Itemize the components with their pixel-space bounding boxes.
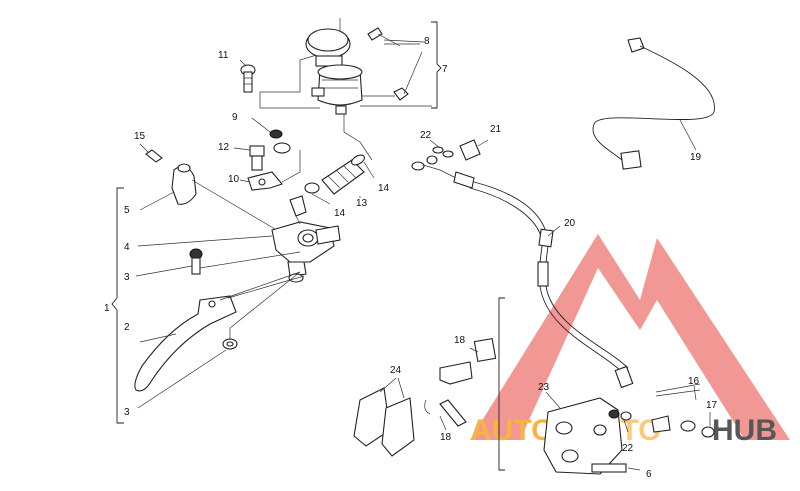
callout-22-lower: 22 [622, 443, 634, 454]
fitting-21 [459, 139, 489, 161]
callout-21: 21 [490, 124, 502, 135]
callout-18-lower: 18 [440, 432, 452, 443]
bracket-caliper [498, 297, 505, 471]
reservoir-assembly [259, 18, 432, 161]
callout-15: 15 [134, 131, 146, 142]
watermark-logo-triangles [470, 234, 790, 440]
hose-clamp-14-lower [304, 182, 331, 205]
clamp-half-5 [139, 163, 281, 233]
screw-3-upper [135, 248, 301, 277]
banjo-fitting-9 [251, 117, 291, 154]
watermark-auto-text: AUTO [470, 414, 554, 447]
washers-22-lower [608, 409, 632, 433]
pin-18 [424, 399, 467, 431]
callout-23: 23 [538, 382, 550, 393]
clutch-hose-20 [411, 155, 634, 389]
callout-8: 8 [424, 36, 430, 47]
bracket-group-7 [431, 21, 442, 109]
leaders-8 [383, 39, 425, 95]
callout-12: 12 [218, 142, 230, 153]
master-cylinder-4 [137, 195, 341, 283]
bolt-12 [233, 145, 265, 171]
bracket-group-1 [111, 187, 124, 424]
callout-13: 13 [356, 198, 368, 209]
callout-10: 10 [228, 174, 240, 185]
washer-8-right [393, 87, 409, 101]
callout-22-upper: 22 [420, 130, 432, 141]
bleed-fitting-16 [651, 383, 701, 433]
screw-8-upper [367, 27, 401, 47]
callout-4: 4 [124, 242, 130, 253]
callout-14-lower: 14 [334, 208, 346, 219]
callout-24: 24 [390, 365, 402, 376]
hose-13 [321, 159, 365, 195]
cap-17 [701, 412, 715, 438]
watermark-hub-text: HUB [712, 414, 777, 447]
callout-18-upper: 18 [454, 335, 466, 346]
bracket-10 [239, 150, 301, 191]
callout-2: 2 [124, 322, 130, 333]
pads-24 [353, 377, 415, 457]
slave-cylinder-23 [543, 391, 623, 475]
clutch-switch-19 [592, 37, 715, 170]
callout-19: 19 [690, 152, 702, 163]
washers-22-upper [429, 139, 454, 158]
callout-17: 17 [706, 400, 718, 411]
callout-5: 5 [124, 205, 130, 216]
callout-3-upper: 3 [124, 272, 130, 283]
callout-7: 7 [442, 64, 448, 75]
callout-16: 16 [688, 376, 700, 387]
bolt-11 [239, 59, 256, 93]
callout-1: 1 [104, 303, 110, 314]
hose-clamp-14-upper [351, 154, 375, 179]
callout-20: 20 [564, 218, 576, 229]
nut-3-lower [137, 271, 301, 409]
retaining-clip-18 [439, 337, 497, 385]
bolt-6 [591, 463, 641, 473]
callout-3-lower: 3 [124, 407, 130, 418]
callout-11: 11 [218, 50, 229, 61]
callout-9: 9 [232, 112, 238, 123]
callout-6: 6 [646, 469, 652, 480]
callout-14-upper: 14 [378, 183, 390, 194]
screw-15 [139, 143, 163, 163]
clutch-lever-2 [134, 271, 305, 392]
